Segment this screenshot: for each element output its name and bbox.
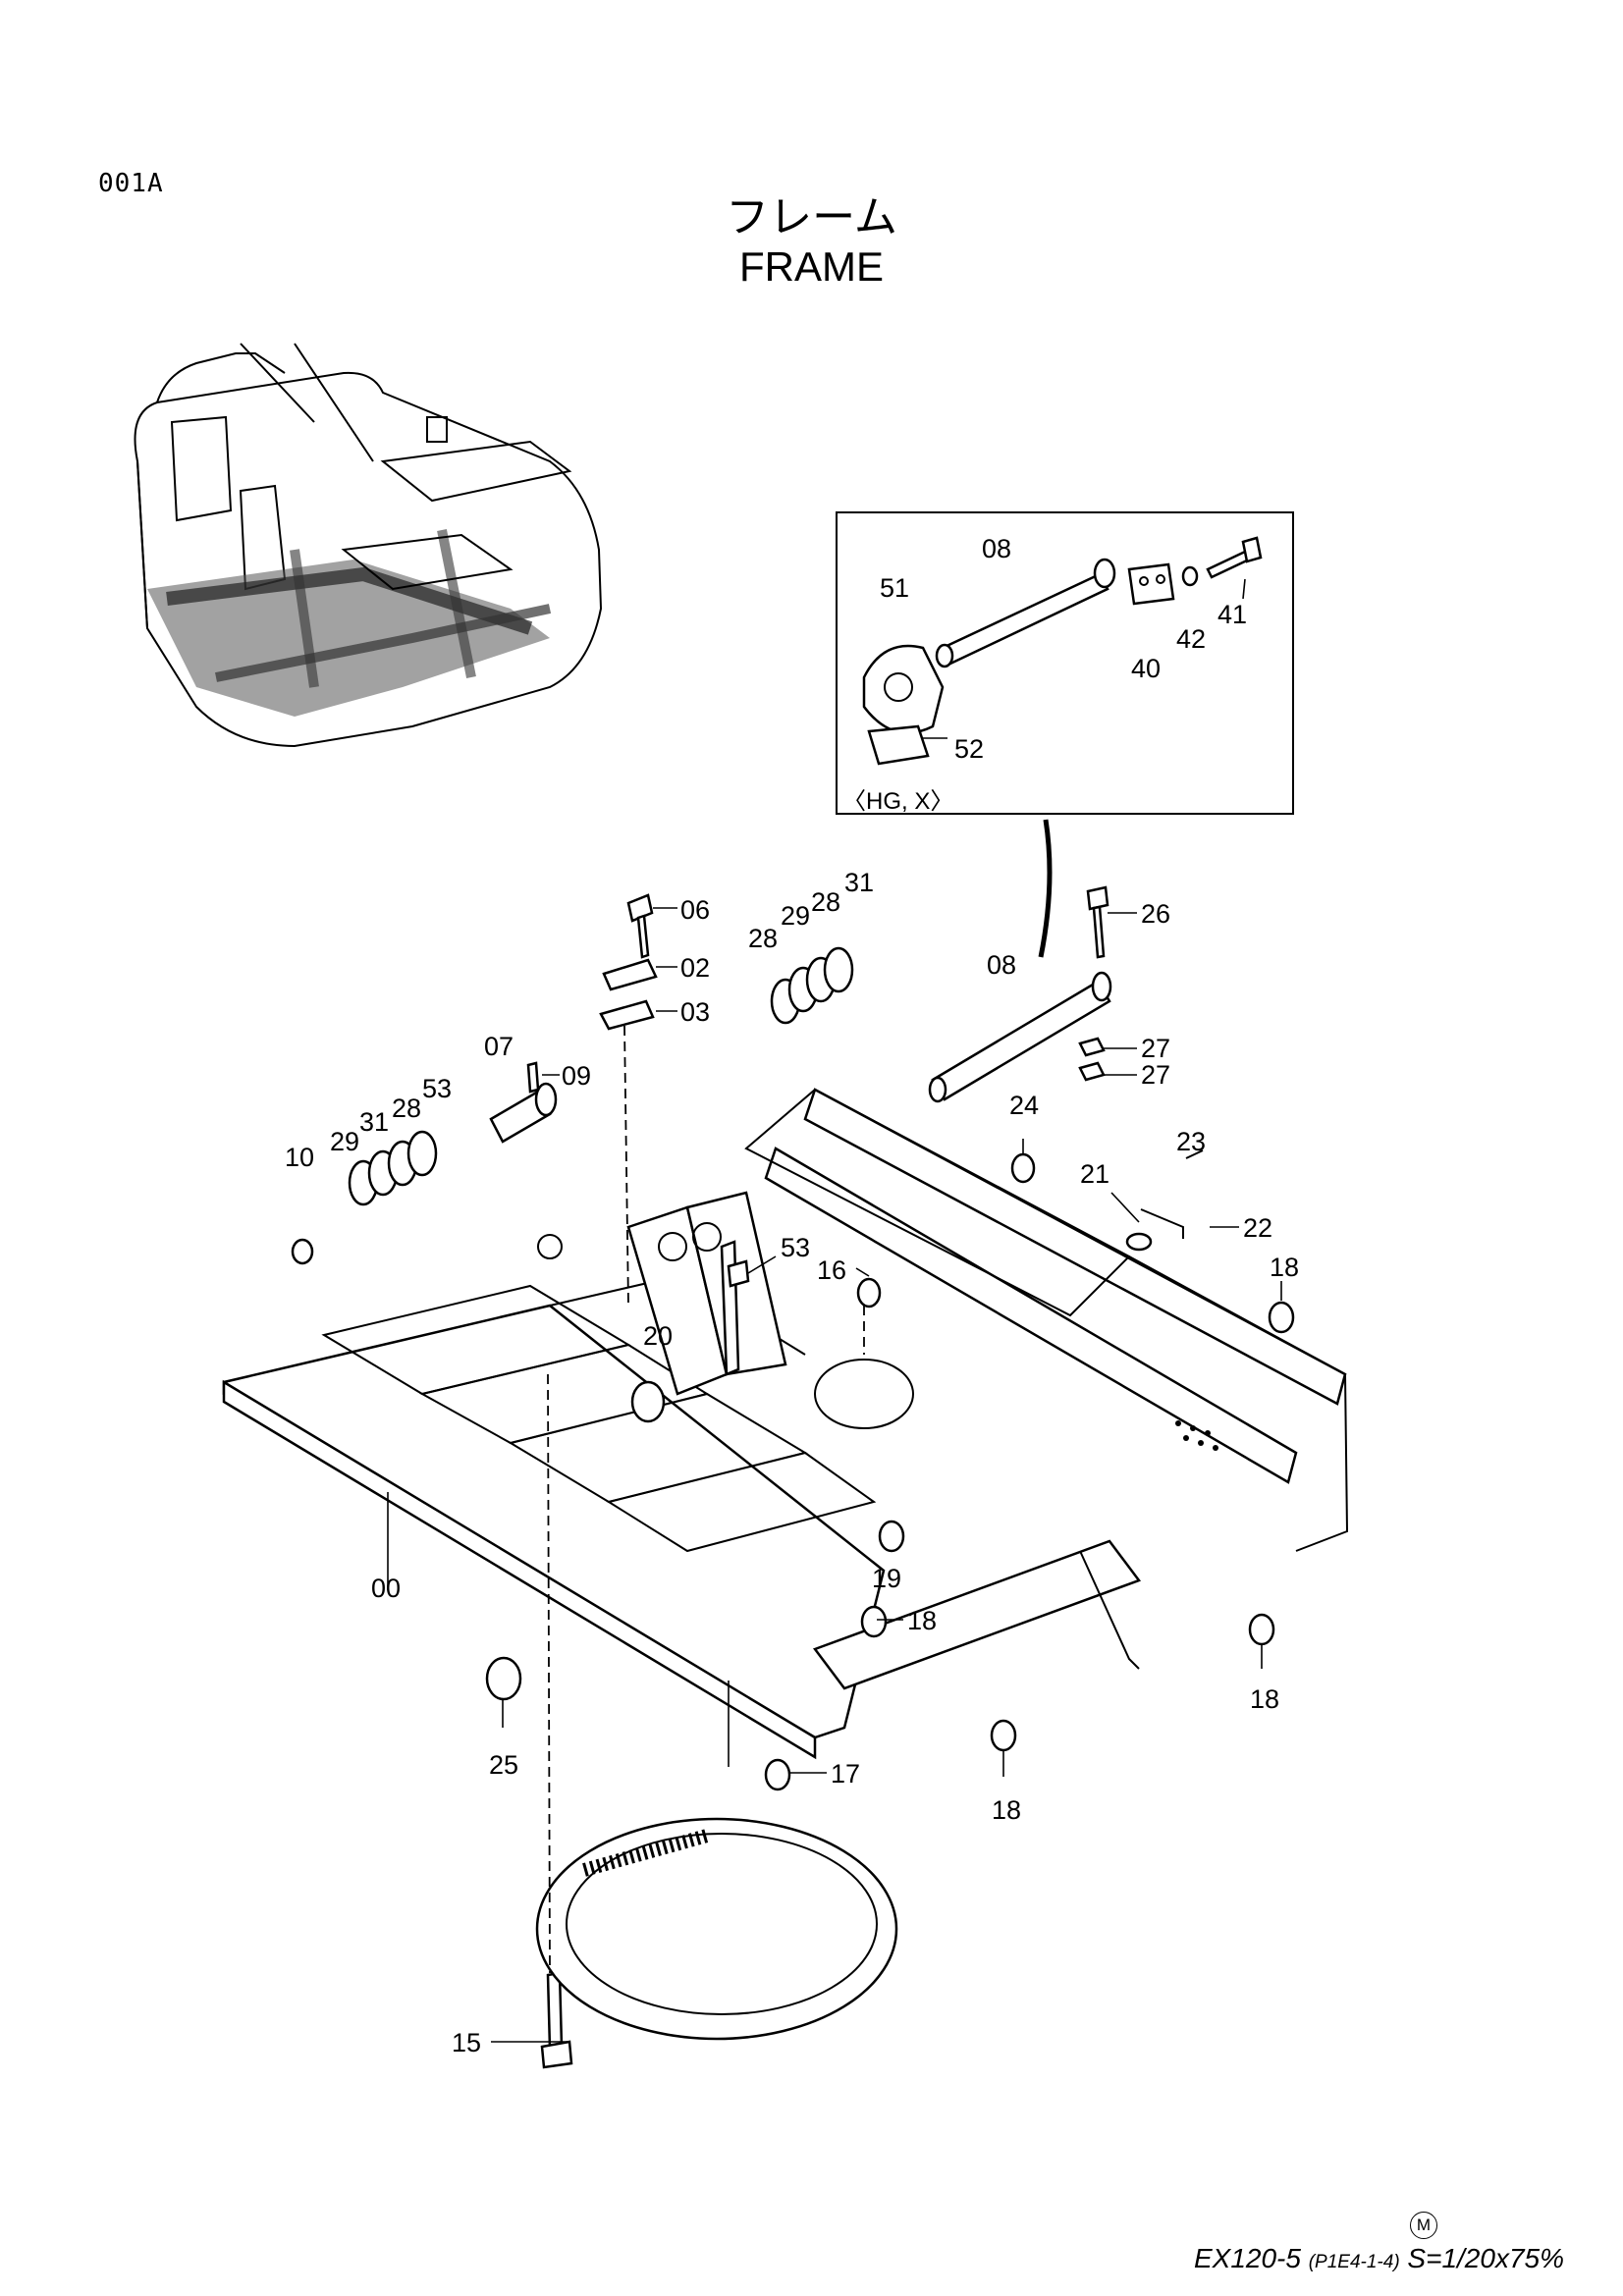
callout-08-inset: 08 bbox=[982, 534, 1011, 563]
callout-51: 51 bbox=[880, 573, 909, 603]
callout-10: 10 bbox=[285, 1143, 314, 1172]
callout-18-a: 18 bbox=[1270, 1253, 1299, 1282]
callout-40: 40 bbox=[1131, 654, 1161, 683]
callout-26: 26 bbox=[1141, 899, 1170, 929]
callout-27-b: 27 bbox=[1141, 1060, 1170, 1090]
callout-09: 09 bbox=[562, 1061, 591, 1091]
footer-scale: S=1/20x75% bbox=[1407, 2243, 1564, 2273]
callout-31-left-a: 31 bbox=[359, 1107, 389, 1137]
callout-20: 20 bbox=[643, 1321, 673, 1351]
footer-model: EX120-5 bbox=[1193, 2243, 1301, 2273]
callout-00: 00 bbox=[371, 1574, 401, 1603]
callout-15: 15 bbox=[452, 2028, 481, 2057]
leader-lines bbox=[387, 578, 1282, 2043]
callout-25: 25 bbox=[489, 1750, 518, 1780]
callout-28-left-a: 29 bbox=[330, 1127, 359, 1156]
callout-24: 24 bbox=[1009, 1091, 1039, 1120]
callout-31-left-b: 53 bbox=[422, 1074, 452, 1103]
callout-03: 03 bbox=[680, 997, 710, 1027]
inset-label: 〈HG, X〉 bbox=[842, 788, 953, 815]
swing-bearing bbox=[535, 1817, 898, 2041]
callout-08: 08 bbox=[987, 950, 1016, 980]
callout-18-d: 18 bbox=[992, 1795, 1021, 1825]
title-english: FRAME bbox=[739, 243, 884, 290]
callout-53: 53 bbox=[781, 1233, 810, 1262]
callout-28-right-a: 28 bbox=[748, 924, 778, 953]
m-mark: M bbox=[1410, 2212, 1437, 2239]
inset-box bbox=[836, 511, 1294, 815]
callout-52: 52 bbox=[954, 734, 984, 764]
callout-22: 22 bbox=[1243, 1213, 1272, 1243]
callout-17: 17 bbox=[831, 1759, 860, 1789]
title-japanese: フレーム bbox=[726, 192, 897, 242]
callout-21: 21 bbox=[1080, 1159, 1109, 1189]
callout-29-right-b: 31 bbox=[844, 868, 874, 897]
callout-28-left-b: 28 bbox=[392, 1094, 421, 1123]
excavator-overview-sketch bbox=[134, 343, 603, 748]
footer-doc-code: (P1E4-1-4) bbox=[1308, 2252, 1400, 2272]
callout-42: 42 bbox=[1176, 624, 1206, 654]
callout-29-right-a: 29 bbox=[781, 901, 810, 931]
callout-19: 19 bbox=[872, 1564, 901, 1593]
callout-27-a: 27 bbox=[1141, 1034, 1170, 1063]
callout-18-b: 18 bbox=[907, 1606, 937, 1635]
callout-06: 06 bbox=[680, 895, 710, 925]
callout-23: 23 bbox=[1176, 1127, 1206, 1156]
callout-28-right-b: 28 bbox=[811, 887, 840, 917]
callout-18-c: 18 bbox=[1250, 1684, 1279, 1714]
callout-labels: 08 51 41 42 40 52 〈HG, X〉 06 02 03 07 09… bbox=[285, 534, 1299, 2057]
callout-16: 16 bbox=[817, 1255, 846, 1285]
hardware bbox=[291, 885, 1295, 2069]
callout-07: 07 bbox=[484, 1032, 514, 1061]
callout-41: 41 bbox=[1217, 600, 1247, 629]
footer: EX120-5 (P1E4-1-4) S=1/20x75% bbox=[1194, 2243, 1564, 2274]
page-code: 001A bbox=[98, 169, 164, 198]
callout-02: 02 bbox=[680, 953, 710, 983]
